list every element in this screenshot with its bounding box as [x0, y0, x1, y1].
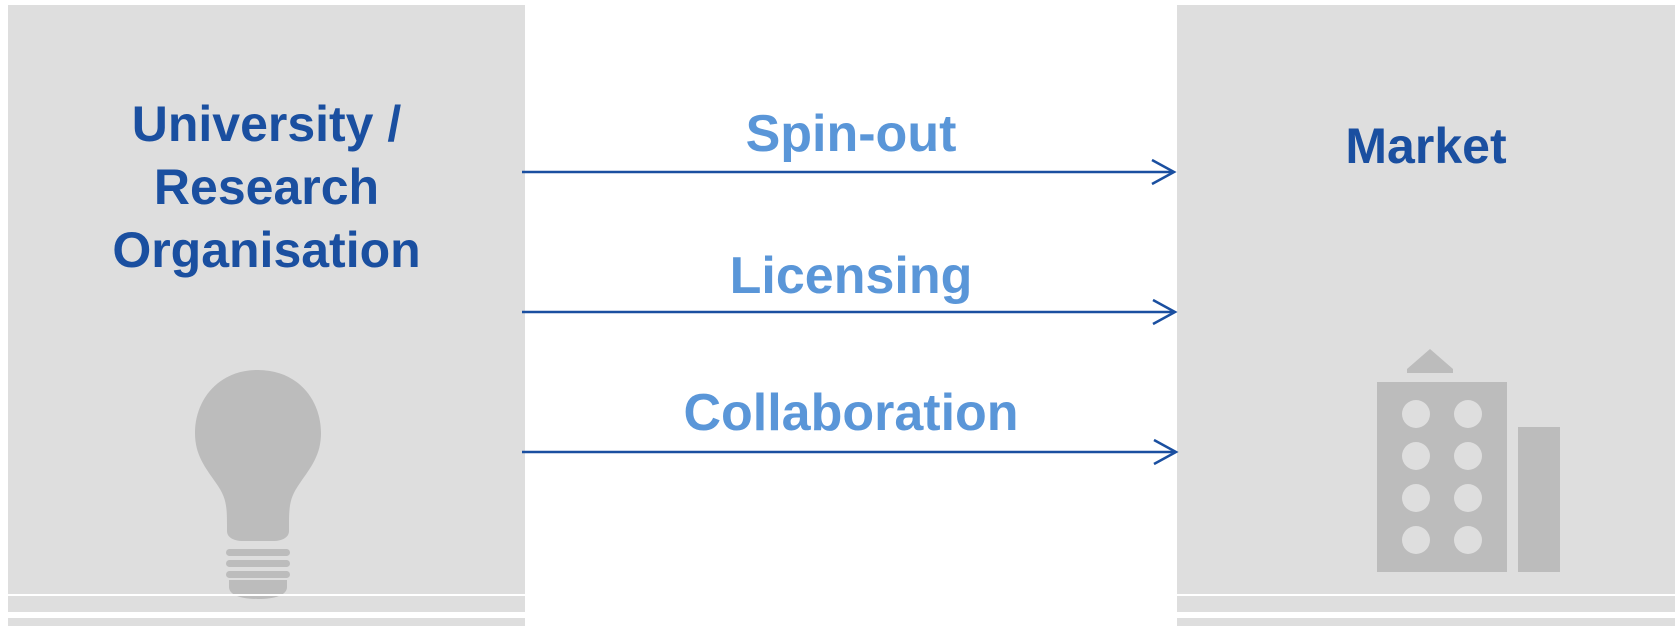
route-label-licensing: Licensing: [729, 247, 973, 305]
university-title: University / Research Organisation: [8, 93, 525, 282]
spin-out-arrowhead: [1151, 158, 1177, 186]
panel-divider: [8, 594, 525, 596]
university-panel: University / Research Organisation: [8, 5, 525, 626]
licensing-arrowhead: [1152, 298, 1178, 326]
route-label-spin-out: Spin-out: [745, 105, 957, 163]
panel-divider: [1177, 612, 1675, 618]
university-title-line-1: University /: [131, 96, 402, 152]
route-label-collaboration: Collaboration: [683, 384, 1019, 442]
university-title-line-3: Organisation: [112, 222, 421, 278]
panel-divider: [8, 612, 525, 618]
collaboration-arrowhead: [1153, 438, 1179, 466]
office-building-icon: [1377, 349, 1560, 572]
market-panel: Market: [1177, 5, 1675, 626]
panel-divider: [1177, 594, 1675, 596]
university-title-line-2: Research: [153, 159, 380, 215]
market-title: Market: [1345, 118, 1507, 174]
